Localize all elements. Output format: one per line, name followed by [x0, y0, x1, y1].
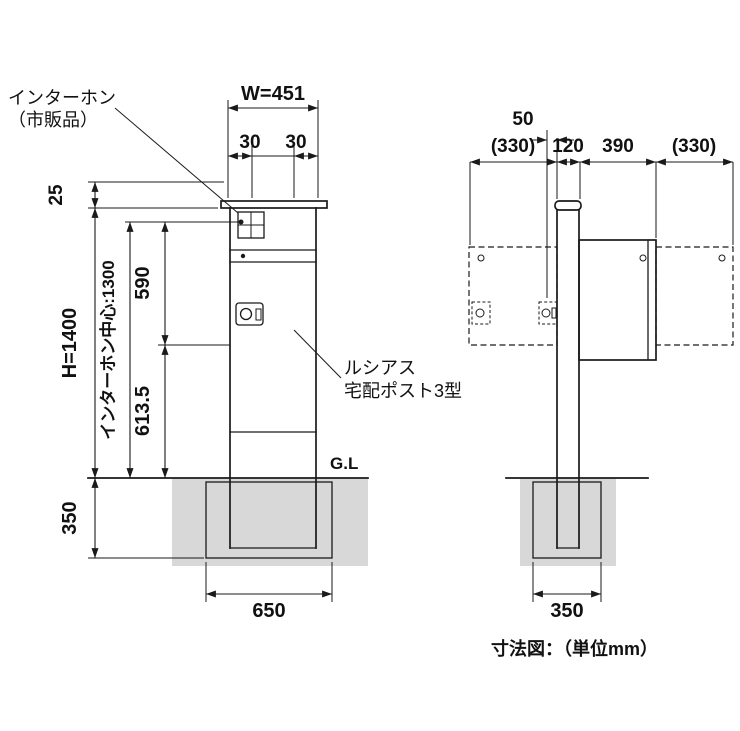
dim-foundation-width-label: 650 — [252, 600, 285, 622]
side-bottom-dimension: 350 — [532, 562, 602, 622]
screw-dot — [240, 253, 246, 259]
dim-foundation-depth-label: 350 — [59, 501, 81, 534]
post-callout-line2: 宅配ポスト3型 — [344, 381, 462, 401]
intercom-callout-line1: インターホン — [8, 88, 116, 108]
dial-lock-latch — [255, 308, 262, 321]
front-top-dimensions: W=451 30 30 — [227, 83, 319, 198]
excavation-area — [172, 478, 368, 566]
intercom-leader-line — [114, 107, 239, 214]
front-post — [220, 200, 328, 549]
dial-lock-knob — [239, 307, 253, 321]
excavation-area — [520, 478, 616, 566]
door-open-right-knob — [718, 254, 726, 262]
foundation-hatch — [532, 481, 602, 559]
door-open-left-knob — [477, 254, 485, 262]
post-cap — [554, 200, 582, 211]
front-left-dimensions: 25 H=1400 350 インターホン中心:1300 590 613.5 — [46, 181, 244, 559]
dim-offset-left-label: 30 — [239, 132, 260, 153]
dim-clearance-left-label: (330) — [491, 136, 535, 157]
post-cap — [220, 200, 328, 209]
handle-knob — [541, 308, 551, 318]
dial-lock — [235, 302, 264, 326]
side-foundation — [505, 477, 649, 566]
dim-clearance-right-label: (330) — [672, 136, 716, 157]
ground-line-label: G.L — [330, 454, 358, 473]
dim-top-label: 25 — [46, 184, 67, 206]
box-lock-dot — [639, 254, 647, 262]
dim-intercom-center-label: インターホン中心:1300 — [98, 260, 118, 439]
front-callouts: インターホン （市販品） ルシアス 宅配ポスト3型 G.L — [8, 88, 462, 473]
dim-width-label: W=451 — [241, 83, 305, 105]
side-view: 50 (330) 120 390 (330) 350 — [468, 109, 734, 622]
post-leader-line — [293, 329, 342, 379]
intercom-center-dot — [238, 219, 244, 225]
dim-upper-label: 590 — [132, 266, 154, 299]
dim-side-foundation-width-label: 350 — [550, 600, 583, 622]
foundation-hatch — [205, 481, 333, 559]
dim-handle-label: 50 — [512, 109, 533, 130]
front-bottom-dimension: 650 — [205, 562, 333, 622]
dim-height-label: H=1400 — [59, 308, 81, 379]
dim-post-label: 120 — [552, 136, 584, 157]
handle-latch — [551, 307, 557, 319]
door-open-left — [468, 246, 558, 346]
front-foundation — [87, 477, 369, 566]
door-open-right — [655, 246, 734, 346]
side-top-dimensions: 50 (330) 120 390 (330) — [469, 109, 734, 298]
intercom-callout-line2: （市販品） — [8, 110, 98, 130]
dim-offset-right-label: 30 — [285, 132, 306, 153]
delivery-box-side — [578, 239, 657, 361]
drawing-caption: 寸法図：（単位mm） — [491, 638, 658, 659]
handle-open-left-knob — [475, 308, 485, 318]
side-door-swing — [468, 246, 734, 346]
handle-open-left — [471, 301, 491, 325]
post-callout-line1: ルシアス — [344, 358, 416, 378]
front-view: W=451 30 30 25 H=1400 350 インターホン中心:1300 — [8, 83, 462, 622]
dim-lower-label: 613.5 — [132, 386, 154, 436]
dim-box-label: 390 — [602, 136, 634, 157]
